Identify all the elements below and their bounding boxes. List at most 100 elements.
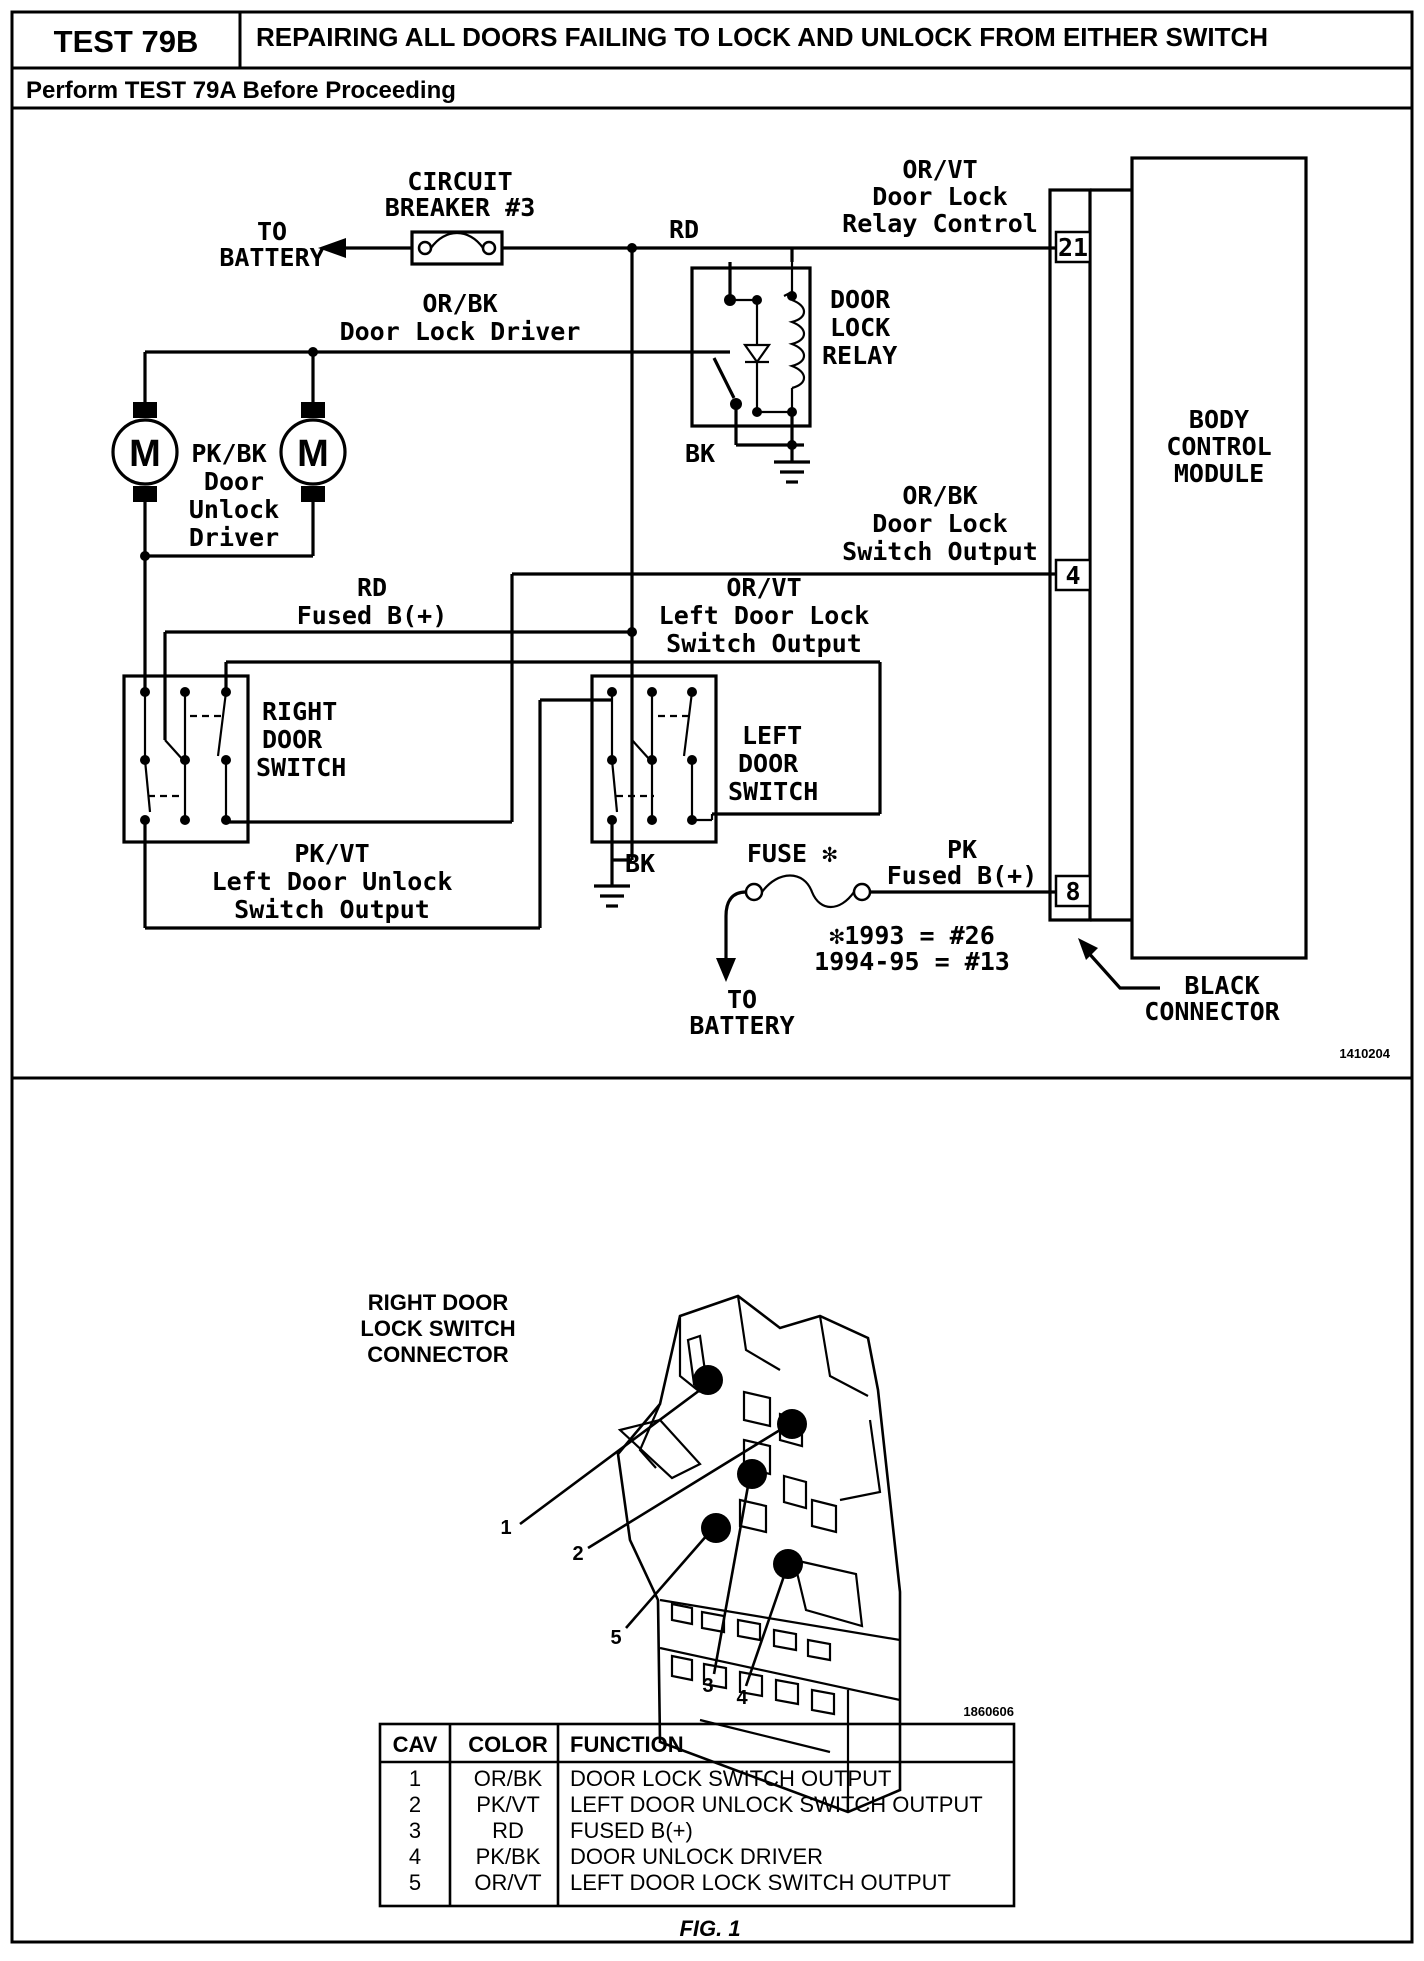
- black-connector-2: CONNECTOR: [1144, 997, 1280, 1026]
- bcm-label-1: BODY: [1189, 405, 1249, 434]
- page-border: [10, 10, 1414, 1944]
- left-switch-label-1: LEFT: [742, 721, 802, 750]
- lock-driver-2: Door Lock Driver: [340, 317, 581, 346]
- relay-bk-label: BK: [685, 439, 715, 468]
- left-door-switch: [590, 674, 718, 844]
- connector-title-2: LOCK SWITCH: [360, 1316, 515, 1341]
- right-door-switch: [122, 674, 250, 844]
- to-battery-arrow-bottom: [716, 958, 736, 982]
- left-bk-label: BK: [625, 849, 655, 878]
- color-cell: PK/BK: [476, 1844, 541, 1869]
- unlock-driver-4: Driver: [189, 523, 279, 552]
- right-switch-label-1: RIGHT: [262, 697, 337, 726]
- to-battery-bottom-2: BATTERY: [689, 1011, 794, 1040]
- test-id: TEST 79B: [54, 24, 199, 59]
- connector-title-3: CONNECTOR: [367, 1342, 508, 1367]
- relay-coil: [788, 298, 806, 390]
- right-door-lock-switch-connector: RIGHT DOOR LOCK SWITCH CONNECTOR: [360, 1290, 1014, 1814]
- fuse-year-1: ✻1993 = #26: [829, 921, 995, 950]
- connector-housing: [616, 1294, 902, 1814]
- left-switch-label-3: SWITCH: [728, 777, 818, 806]
- rd-fused-1: RD: [357, 573, 387, 602]
- black-connector-1: BLACK: [1184, 971, 1259, 1000]
- motor-2-label: M: [297, 433, 329, 475]
- relay-control-2: Door Lock: [872, 182, 1007, 211]
- cav-cell: 5: [409, 1870, 421, 1895]
- function-cell: LEFT DOOR LOCK SWITCH OUTPUT: [570, 1870, 951, 1895]
- table-row: 2 PK/VT LEFT DOOR UNLOCK SWITCH OUTPUT: [409, 1792, 983, 1817]
- left-unlock-output-1: PK/VT: [294, 839, 369, 868]
- motor-1-label: M: [129, 433, 161, 475]
- relay-label-2: LOCK: [830, 313, 890, 342]
- rd-label-top: RD: [669, 215, 699, 244]
- lock-switch-output-1: OR/BK: [902, 481, 977, 510]
- cav-cell: 2: [409, 1792, 421, 1817]
- relay-control-3: Relay Control: [842, 209, 1038, 238]
- left-switch-label-2: DOOR: [738, 749, 799, 778]
- cavity-2: [777, 1409, 807, 1439]
- relay-label-3: RELAY: [822, 341, 897, 370]
- connector-figure-id: 1860606: [963, 1704, 1014, 1719]
- col-header-cav: CAV: [393, 1732, 438, 1757]
- circuit-breaker-label-2: BREAKER #3: [385, 193, 536, 222]
- pk-fused-2: Fused B(+): [887, 861, 1038, 890]
- color-cell: RD: [492, 1818, 524, 1843]
- schematic-figure-id: 1410204: [1339, 1046, 1390, 1061]
- table-row: 3 RD FUSED B(+): [409, 1818, 693, 1843]
- left-lock-output-3: Switch Output: [666, 629, 862, 658]
- color-cell: OR/VT: [474, 1870, 541, 1895]
- callout-5: 5: [610, 1627, 621, 1649]
- function-cell: DOOR UNLOCK DRIVER: [570, 1844, 823, 1869]
- cavity-4: [773, 1549, 803, 1579]
- function-cell: LEFT DOOR UNLOCK SWITCH OUTPUT: [570, 1792, 983, 1817]
- left-lock-output-1: OR/VT: [726, 573, 801, 602]
- table-row: 5 OR/VT LEFT DOOR LOCK SWITCH OUTPUT: [409, 1870, 951, 1895]
- lock-switch-output-3: Switch Output: [842, 537, 1038, 566]
- unlock-driver-2: Door: [204, 467, 264, 496]
- cavity-table: CAV COLOR FUNCTION 1 OR/BK DOOR LOCK SWI…: [378, 1722, 1016, 1908]
- pin-8-box: [1054, 874, 1092, 908]
- fuse-year-2: 1994-95 = #13: [814, 947, 1010, 976]
- callout-2: 2: [572, 1543, 583, 1565]
- table-row: 4 PK/BK DOOR UNLOCK DRIVER: [409, 1844, 823, 1869]
- left-lock-output-2: Left Door Lock: [659, 601, 870, 630]
- col-header-color: COLOR: [468, 1732, 548, 1757]
- door-lock-relay-box: [690, 266, 812, 428]
- cavity-1: [693, 1365, 723, 1395]
- callout-3: 3: [702, 1675, 713, 1697]
- to-battery-top-1: TO: [257, 217, 287, 246]
- cavity-3: [737, 1459, 767, 1489]
- left-unlock-output-2: Left Door Unlock: [212, 867, 453, 896]
- prerequisite-note: Perform TEST 79A Before Proceeding: [26, 77, 456, 104]
- col-header-function: FUNCTION: [570, 1732, 684, 1757]
- unlock-driver-1: PK/BK: [191, 439, 266, 468]
- door-lock-motor-1: [111, 418, 179, 486]
- figure-caption: FIG. 1: [679, 1916, 740, 1941]
- cav-cell: 4: [409, 1844, 421, 1869]
- relay-label-1: DOOR: [830, 285, 891, 314]
- pin-4: 4: [1065, 561, 1080, 590]
- function-cell: FUSED B(+): [570, 1818, 693, 1843]
- pin-21: 21: [1058, 233, 1088, 262]
- relay-control-1: OR/VT: [902, 155, 977, 184]
- function-cell: DOOR LOCK SWITCH OUTPUT: [570, 1766, 891, 1791]
- cavity-5: [701, 1513, 731, 1543]
- to-battery-top-2: BATTERY: [219, 243, 324, 272]
- color-cell: PK/VT: [476, 1792, 540, 1817]
- pin-21-box: [1054, 230, 1092, 264]
- callout-4: 4: [736, 1687, 748, 1709]
- bcm-label-3: MODULE: [1174, 459, 1264, 488]
- fuse-label: FUSE ✻: [747, 839, 837, 868]
- right-switch-label-2: DOOR: [262, 725, 323, 754]
- color-cell: OR/BK: [474, 1766, 543, 1791]
- cav-cell: 1: [409, 1766, 421, 1791]
- circuit-breaker-label-1: CIRCUIT: [407, 167, 512, 196]
- callout-1: 1: [500, 1517, 511, 1539]
- to-battery-bottom-1: TO: [727, 985, 757, 1014]
- wiring-schematic: BODY CONTROL MODULE 21 4 8 TO BATTERY CI…: [111, 155, 1391, 1061]
- door-lock-motor-2: [279, 418, 347, 486]
- table-row: 1 OR/BK DOOR LOCK SWITCH OUTPUT: [409, 1766, 892, 1791]
- cav-cell: 3: [409, 1818, 421, 1843]
- lock-driver-1: OR/BK: [422, 289, 497, 318]
